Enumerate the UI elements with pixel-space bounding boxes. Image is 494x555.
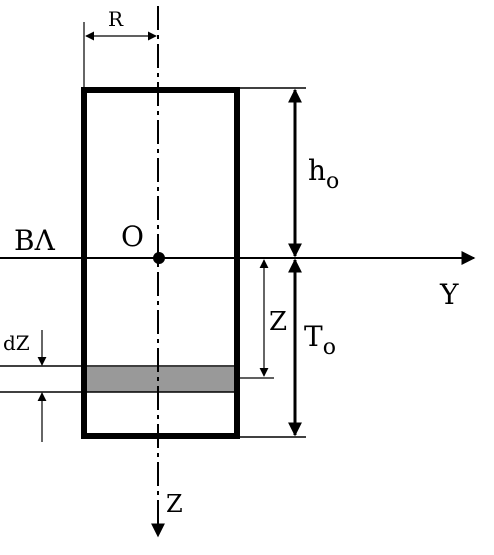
elementary-strip [87,367,235,392]
y-axis-label: Y [439,278,459,311]
origin-point [153,252,165,264]
neutral-line-label: BΛ [14,224,56,257]
upper-height-label: ho [308,154,339,194]
upper-height-subscript: o [326,169,339,194]
lower-height-label: To [304,320,336,360]
origin-label: O [121,220,144,253]
radius-label: R [108,7,124,31]
depth-z-label: Z [269,307,287,337]
strip-thickness-label: dZ [3,331,30,355]
section-outline [81,87,240,439]
z-axis-label: Z [166,490,183,518]
lower-height-subscript: o [323,335,336,360]
lower-height-main: T [304,320,323,353]
upper-height-main: h [308,154,326,187]
